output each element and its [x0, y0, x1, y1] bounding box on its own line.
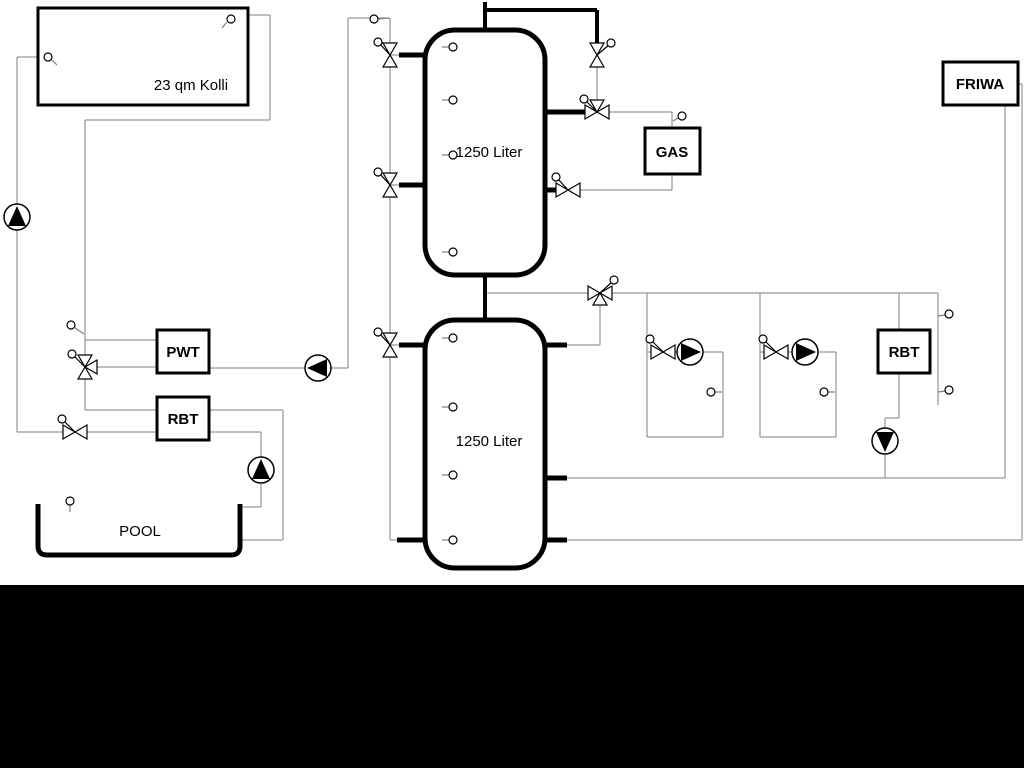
- solar-collector-body: [36, 6, 250, 107]
- valve-heating-circuit-1: [645, 334, 676, 361]
- temp-sensor-icon: [442, 150, 458, 160]
- friwa-body: [941, 60, 1020, 107]
- temp-sensor-icon: [819, 387, 835, 397]
- buffer-tank-bottom-body: [422, 317, 548, 571]
- temp-sensor-icon: [442, 95, 458, 105]
- friwa-label: FRIWA: [956, 76, 1004, 93]
- temp-sensor-icon: [221, 14, 236, 29]
- friwa-station: FRIWA: [941, 60, 1020, 107]
- buffer-tank-top-label: 1250 Liter: [456, 144, 523, 161]
- temp-sensor-icon: [442, 535, 458, 545]
- mixing-valve-heating: [587, 275, 619, 306]
- solar-diverter-valve: [67, 349, 98, 380]
- temp-sensor-icon: [65, 496, 75, 512]
- pwt-label: PWT: [166, 344, 199, 361]
- gas-boiler-body: [643, 126, 702, 176]
- temp-sensor-icon: [672, 111, 687, 122]
- valve-buffer-left-top: [373, 37, 399, 68]
- temp-sensor-icon: [442, 247, 458, 257]
- letterbox-bottom: [0, 585, 1024, 768]
- pwt-heat-exchanger: PWT: [155, 328, 211, 375]
- temp-sensors: [43, 14, 954, 545]
- pool-pump: [247, 456, 275, 484]
- mixing-valve-boiler: [579, 94, 610, 121]
- temp-sensor-icon: [706, 387, 722, 397]
- solar-pump: [3, 203, 31, 231]
- temp-sensor-icon: [369, 14, 390, 24]
- pool-basin: POOL: [35, 504, 243, 558]
- temp-sensor-icon: [937, 309, 954, 319]
- buffer-tank-top: 1250 Liter: [422, 27, 548, 278]
- valve-boiler-top: [588, 38, 616, 68]
- temp-sensor-icon: [442, 402, 458, 412]
- buffer-tank-top-body: [422, 27, 548, 278]
- valve-buffer-left-bottom: [373, 327, 399, 358]
- heating-pump-1: [676, 338, 704, 366]
- temp-sensor-icon: [442, 470, 458, 480]
- rbt-right-body: [876, 328, 932, 375]
- temp-sensor-icon: [66, 320, 85, 335]
- temp-sensor-icon: [442, 333, 458, 343]
- rbt-right-heat-exchanger: RBT: [876, 328, 932, 375]
- pwt-body: [155, 328, 211, 375]
- valve-heating-circuit-2: [758, 334, 789, 361]
- temp-sensor-icon: [937, 385, 954, 395]
- pool-walls: [35, 504, 243, 558]
- pool-label: POOL: [119, 523, 161, 540]
- valve-buffer-left-mid: [373, 167, 399, 198]
- charge-pump: [304, 354, 332, 382]
- buffer-tank-bottom-label: 1250 Liter: [456, 433, 523, 450]
- rbt-right-label: RBT: [889, 344, 920, 361]
- temp-sensor-icon: [442, 42, 458, 52]
- buffer-tank-bottom: 1250 Liter: [422, 317, 548, 571]
- valve-boiler-return: [551, 172, 581, 199]
- gas-boiler-label: GAS: [656, 144, 689, 161]
- rbt-left-heat-exchanger: RBT: [155, 395, 211, 442]
- rbt-left-label: RBT: [168, 411, 199, 428]
- rbt-left-body: [155, 395, 211, 442]
- solar-collector-label: 23 qm Kolli: [154, 77, 228, 94]
- temp-sensor-icon: [43, 52, 58, 66]
- pipe-network: [16, 14, 1023, 541]
- solar-collector: 23 qm Kolli: [36, 6, 250, 107]
- valve-solar-return: [57, 414, 88, 441]
- heating-pump-2: [791, 338, 819, 366]
- gas-boiler: GAS: [643, 126, 702, 176]
- rbt-pump: [871, 427, 899, 455]
